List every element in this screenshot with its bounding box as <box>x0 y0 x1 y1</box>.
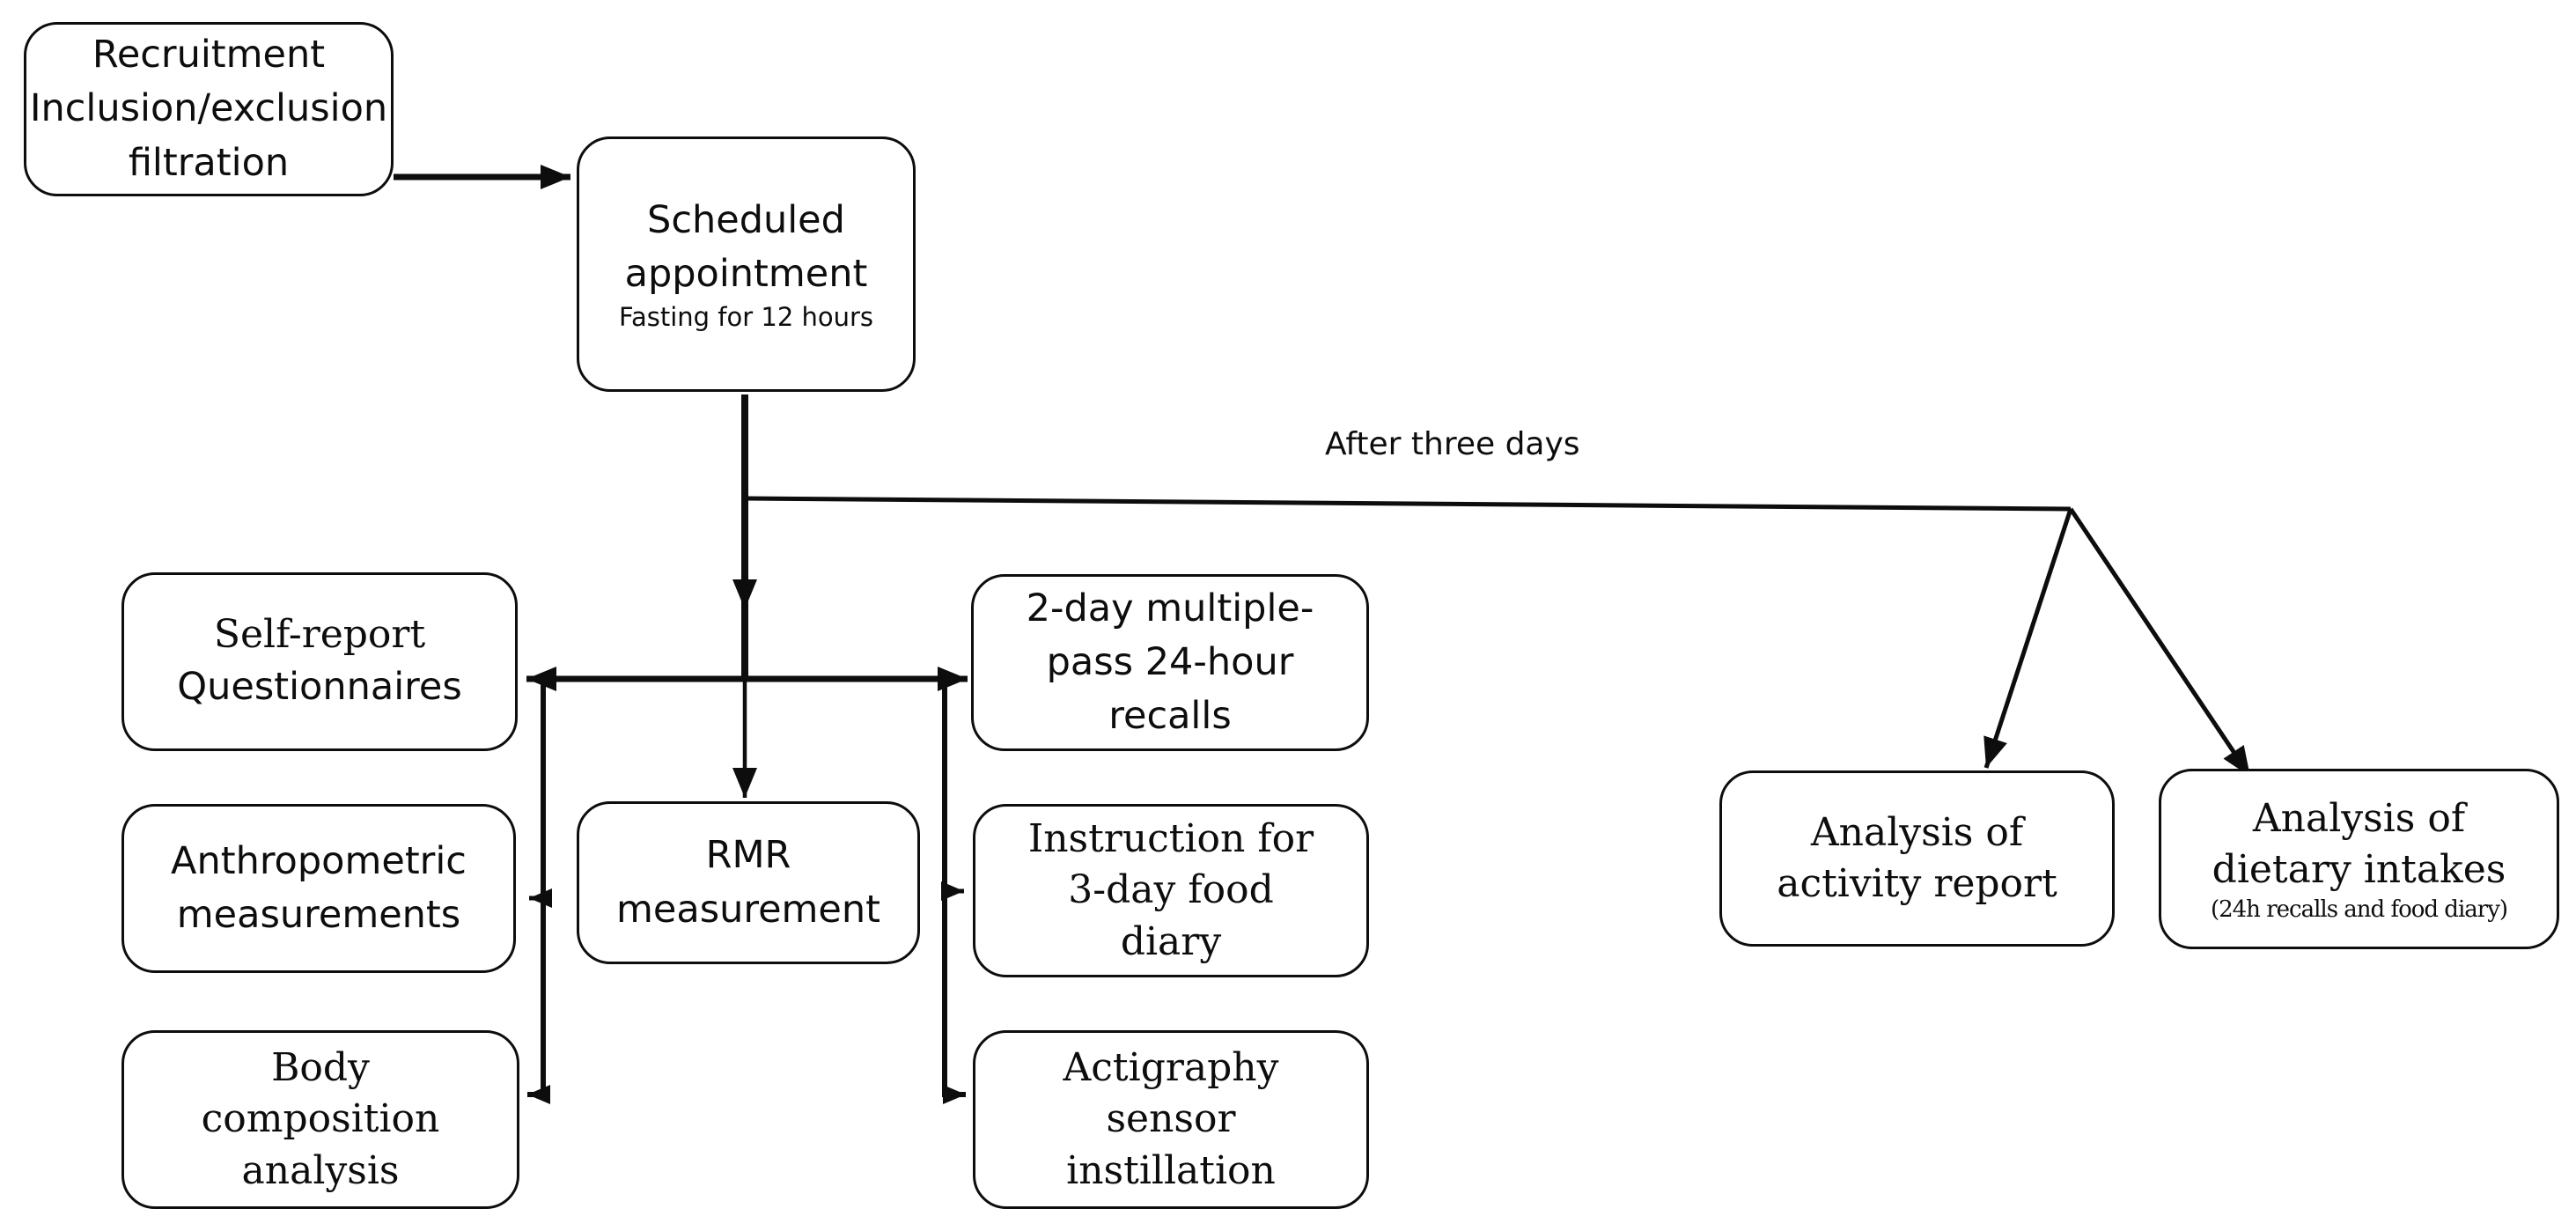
node-scheduled-subtext: Fasting for 12 hours <box>618 302 874 333</box>
node-actigraphy-line3: instillation <box>1066 1147 1276 1193</box>
node-body-composition-line2: composition <box>201 1096 440 1142</box>
node-anthropometric-measurements: Anthropometric measurements <box>121 804 516 973</box>
connector-to-actigraphy <box>942 679 966 1104</box>
node-dietary-line2: dietary intakes <box>2212 847 2506 893</box>
node-anthropometric-line1: Anthropometric <box>171 838 467 883</box>
node-analysis-dietary-intakes: Analysis of dietary intakes (24h recalls… <box>2159 769 2559 949</box>
node-body-composition-analysis: Body composition analysis <box>121 1030 519 1209</box>
node-body-composition-line3: analysis <box>241 1147 400 1193</box>
connector-to-body-composition <box>527 679 550 1104</box>
connector-after-three-days <box>744 496 2072 512</box>
node-self-report-line2: Questionnaires <box>177 665 462 710</box>
node-2day-24hour-recalls: 2-day multiple- pass 24-hour recalls <box>971 574 1369 751</box>
connector-to-dietary <box>2068 507 2253 778</box>
node-dietary-subtext: (24h recalls and food diary) <box>2210 896 2508 924</box>
node-recruitment-line2: Inclusion/exclusion <box>29 86 388 131</box>
node-actigraphy-sensor: Actigraphy sensor instillation <box>973 1030 1369 1209</box>
label-after-three-days: After three days <box>1325 426 1580 462</box>
node-instruction-line1: Instruction for <box>1027 816 1314 862</box>
node-activity-report-line1: Analysis of <box>1810 809 2024 855</box>
node-recalls-line2: pass 24-hour <box>1046 639 1294 684</box>
node-rmr-line1: RMR <box>705 833 791 878</box>
node-rmr-line2: measurement <box>616 887 880 932</box>
node-anthropometric-line2: measurements <box>176 893 461 937</box>
node-body-composition-line1: Body <box>271 1045 370 1091</box>
node-rmr-measurement: RMR measurement <box>577 801 920 964</box>
node-self-report-questionnaires: Self-report Questionnaires <box>121 572 518 751</box>
node-recruitment-line1: Recruitment <box>92 33 326 77</box>
node-recalls-line3: recalls <box>1108 694 1232 739</box>
node-dietary-line1: Analysis of <box>2252 796 2466 842</box>
node-scheduled-line1: Scheduled <box>647 198 845 243</box>
node-scheduled-line2: appointment <box>624 252 868 297</box>
node-instruction-line2: 3-day food <box>1068 867 1274 913</box>
node-actigraphy-line2: sensor <box>1106 1096 1236 1142</box>
node-recruitment-line3: filtration <box>128 140 290 185</box>
node-self-report-line1: Self-report <box>213 611 426 657</box>
node-activity-report-line2: activity report <box>1777 861 2057 906</box>
node-instruction-food-diary: Instruction for 3-day food diary <box>973 804 1369 977</box>
node-actigraphy-line1: Actigraphy <box>1063 1045 1279 1091</box>
node-recalls-line1: 2-day multiple- <box>1026 586 1314 630</box>
connector-to-activity-report <box>1984 508 2073 769</box>
node-scheduled-appointment: Scheduled appointment Fasting for 12 hou… <box>577 136 916 392</box>
node-recruitment: Recruitment Inclusion/exclusion filtrati… <box>24 22 394 196</box>
node-instruction-line3: diary <box>1120 918 1222 964</box>
node-analysis-activity-report: Analysis of activity report <box>1719 770 2115 947</box>
